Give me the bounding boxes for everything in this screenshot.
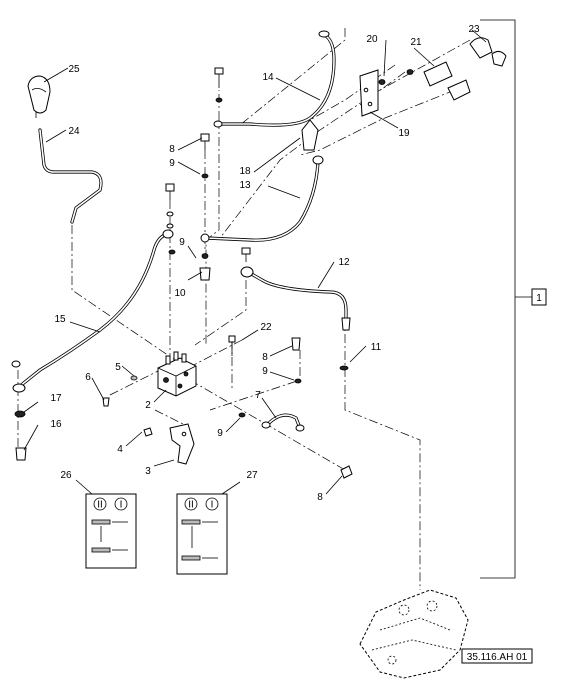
inset-26-arabic: I [120, 500, 123, 511]
clip-4 [143, 427, 153, 437]
inset-26-roman: II [97, 500, 103, 511]
leader-lines [23, 29, 487, 495]
pipe-7 [261, 413, 305, 432]
fitting-16-17 [11, 360, 27, 461]
valve-block-2 [157, 351, 197, 397]
callout-21: 21 [410, 37, 422, 48]
tube-14 [213, 30, 336, 128]
lever-rod-24 [38, 128, 103, 224]
bracket-3 [169, 423, 195, 465]
callout-4: 4 [117, 444, 123, 455]
callout-5: 5 [115, 362, 121, 373]
callout-9c: 9 [262, 366, 268, 377]
reference-label: 35.116.AH 01 [467, 652, 528, 663]
callout-9b: 9 [179, 237, 185, 248]
hydraulic-housing [359, 589, 469, 679]
tube-15 [12, 229, 174, 393]
callout-1: 1 [536, 293, 542, 304]
assembly-bracket [480, 19, 547, 579]
callout-23: 23 [468, 24, 480, 35]
callout-15: 15 [54, 314, 66, 325]
callout-6: 6 [85, 372, 91, 383]
callout-24: 24 [68, 126, 80, 137]
cap-23 [469, 37, 507, 67]
inset-27: II I [176, 493, 228, 575]
tube-12 [240, 266, 351, 331]
callout-2: 2 [145, 400, 151, 411]
callout-9a: 9 [169, 158, 175, 169]
lever-knob-25 [27, 75, 51, 118]
callout-8b: 8 [262, 352, 268, 363]
callout-25: 25 [68, 64, 80, 75]
callout-3: 3 [145, 466, 151, 477]
callout-18: 18 [239, 166, 251, 177]
callout-20: 20 [366, 34, 378, 45]
callout-8a: 8 [169, 144, 175, 155]
bracket-19 [359, 69, 379, 117]
callout-9d: 9 [217, 428, 223, 439]
callout-11: 11 [371, 342, 382, 353]
callout-16: 16 [50, 419, 62, 430]
callout-19: 19 [398, 128, 410, 139]
inset-27-roman: II [188, 500, 194, 511]
inset-26: II I [85, 493, 137, 569]
callout-7: 7 [255, 390, 261, 401]
callout-8c: 8 [317, 492, 323, 503]
callout-labels: 1 2 3 4 5 6 7 8 8 8 9 9 9 9 10 11 12 13 … [50, 24, 542, 503]
plate-18 [301, 119, 319, 151]
callout-26: 26 [60, 470, 72, 481]
callout-17: 17 [50, 393, 62, 404]
reference-box: 35.116.AH 01 [461, 648, 533, 664]
tube-13 [200, 155, 324, 243]
callout-13: 13 [239, 180, 251, 191]
callout-10: 10 [174, 288, 186, 299]
screw-22 [228, 335, 236, 356]
callout-14: 14 [262, 72, 274, 83]
small-parts-5-6 [102, 375, 138, 407]
screws-20 [378, 69, 414, 85]
callout-12: 12 [338, 257, 350, 268]
callout-22: 22 [260, 322, 272, 333]
bolts-washers [165, 67, 353, 479]
coupler-21 [423, 61, 471, 101]
callout-27: 27 [246, 470, 258, 481]
inset-27-arabic: I [211, 500, 214, 511]
